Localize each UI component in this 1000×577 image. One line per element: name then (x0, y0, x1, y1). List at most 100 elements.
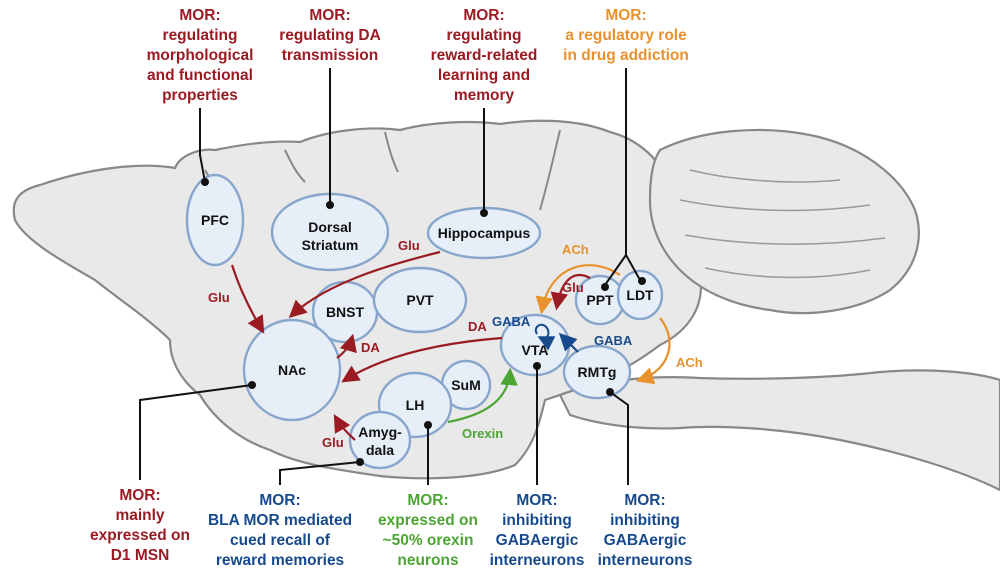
striatum-dot (326, 201, 334, 209)
ann-amy-1: BLA MOR mediated (208, 512, 352, 529)
pfc-dot (201, 178, 209, 186)
ann-nac-0: MOR: (119, 487, 160, 504)
sulcus (384, 131, 399, 173)
pfc-to-nac-arrow (230, 264, 265, 334)
ach-to-vta-label: ACh (562, 242, 589, 257)
vta-gaba-label: GABA (492, 314, 531, 329)
lh-dot (424, 421, 432, 429)
amygdala-leader (279, 461, 361, 485)
projections: Glu Glu DA DA GABA GABA Glu Orexin ACh G… (208, 238, 703, 450)
ann-amy-2: cued recall of (230, 532, 331, 549)
ldt-dot (638, 277, 646, 285)
ann-rmtg-2: GABAergic (604, 532, 687, 549)
ann-pfc-1: regulating (163, 27, 238, 44)
annotation-amygdala: MOR: BLA MOR mediated cued recall of rew… (208, 492, 352, 569)
ann-ppt-2: in drug addiction (563, 47, 689, 64)
brain-outline (12, 119, 1000, 492)
ldt-to-rmtg-arrow (635, 317, 671, 385)
lh-to-vta-label: Orexin (462, 426, 503, 441)
rmtg-dot (606, 388, 614, 396)
rmtg-region[interactable] (562, 344, 632, 400)
ann-lh-0: MOR: (407, 492, 448, 509)
annotation-dorsal-striatum: MOR: regulating DA transmission (279, 7, 381, 64)
ppt-label: PPT (586, 292, 614, 308)
hippo-to-nac-arrow (288, 250, 441, 318)
annotation-ppt-ldt: MOR: a regulatory role in drug addiction (563, 7, 689, 64)
ach-to-vta-arrow (535, 264, 621, 315)
vta-to-nac-arrow (341, 336, 503, 383)
pfc-leader (199, 108, 206, 183)
ann-ds-2: transmission (282, 47, 378, 64)
ann-nac-1: mainly (115, 507, 164, 524)
ann-amy-3: reward memories (216, 552, 344, 569)
sulcus (284, 149, 306, 183)
ann-ppt-0: MOR: (605, 7, 646, 24)
ann-rmtg-1: inhibiting (610, 512, 680, 529)
ldt-to-rmtg-label: ACh (676, 355, 703, 370)
cerebellum-folia (679, 169, 886, 279)
rmtg-to-vta-arrow (558, 332, 579, 353)
ann-hc-4: memory (454, 87, 515, 104)
amygdala-to-nac-label: Glu (322, 435, 344, 450)
regions: PFC Dorsal Striatum Hippocampus BNST PVT… (185, 173, 664, 470)
ann-rmtg-0: MOR: (624, 492, 665, 509)
pvt-label: PVT (406, 292, 434, 308)
ann-pfc-0: MOR: (179, 7, 220, 24)
amygdala-dot (356, 458, 364, 466)
dorsal-striatum-label-2: Striatum (302, 237, 359, 253)
ann-vta-0: MOR: (516, 492, 557, 509)
ldt-leader (625, 254, 641, 281)
nac-label: NAc (278, 362, 306, 378)
ann-ds-1: regulating DA (279, 27, 381, 44)
vta-label: VTA (522, 342, 549, 358)
ann-rmtg-3: interneurons (598, 552, 693, 569)
ann-hc-2: reward-related (431, 47, 538, 64)
bnst-label: BNST (326, 304, 365, 320)
rmtg-label: RMTg (578, 364, 617, 380)
ppt-dot (601, 283, 609, 291)
ann-hc-0: MOR: (463, 7, 504, 24)
ldt-region[interactable] (616, 269, 664, 321)
vta-to-nac-label: DA (468, 319, 487, 334)
sum-label: SuM (451, 377, 481, 393)
ann-pfc-2: morphological (147, 47, 254, 64)
ann-vta-2: GABAergic (496, 532, 579, 549)
nac-to-bnst-label: DA (361, 340, 380, 355)
amygdala-region[interactable] (348, 410, 412, 470)
rmtg-to-vta-label: GABA (594, 333, 633, 348)
nac-region[interactable] (242, 318, 342, 422)
annotation-rmtg: MOR: inhibiting GABAergic interneurons (598, 492, 693, 569)
ann-lh-3: neurons (397, 552, 458, 569)
ann-pfc-4: properties (162, 87, 238, 104)
vta-dot (533, 362, 541, 370)
nac-leader (139, 384, 253, 480)
ann-vta-3: interneurons (490, 552, 585, 569)
ann-hc-3: learning and (438, 67, 530, 84)
brainstem (558, 369, 1000, 492)
annotation-hippocampus: MOR: regulating reward-related learning … (431, 7, 538, 104)
vta-gaba-loop-arrow (534, 323, 556, 351)
ann-amy-0: MOR: (259, 492, 300, 509)
dorsal-striatum-label-1: Dorsal (308, 219, 352, 235)
ppt-to-vta-label: Glu (562, 280, 584, 295)
nac-dot (248, 381, 256, 389)
ann-lh-2: ~50% orexin (383, 532, 474, 549)
amygdala-label-2: dala (366, 442, 394, 458)
amygdala-to-nac-arrow (333, 414, 356, 441)
pfc-region[interactable] (185, 173, 245, 267)
ann-nac-3: D1 MSN (111, 547, 170, 564)
ann-hc-1: regulating (447, 27, 522, 44)
annotation-lh: MOR: expressed on ~50% orexin neurons (378, 492, 478, 569)
sulcus (539, 129, 561, 211)
amygdala-label-1: Amyg- (358, 424, 402, 440)
lh-label: LH (406, 397, 425, 413)
ann-pfc-3: and functional (147, 67, 253, 84)
ann-ds-0: MOR: (309, 7, 350, 24)
ann-vta-1: inhibiting (502, 512, 572, 529)
pvt-region[interactable] (372, 266, 468, 334)
lh-to-vta-arrow (447, 367, 518, 424)
nac-to-bnst-arrow (336, 333, 357, 359)
annotation-vta: MOR: inhibiting GABAergic interneurons (490, 492, 585, 569)
hippocampus-dot (480, 209, 488, 217)
pfc-label: PFC (201, 212, 229, 228)
